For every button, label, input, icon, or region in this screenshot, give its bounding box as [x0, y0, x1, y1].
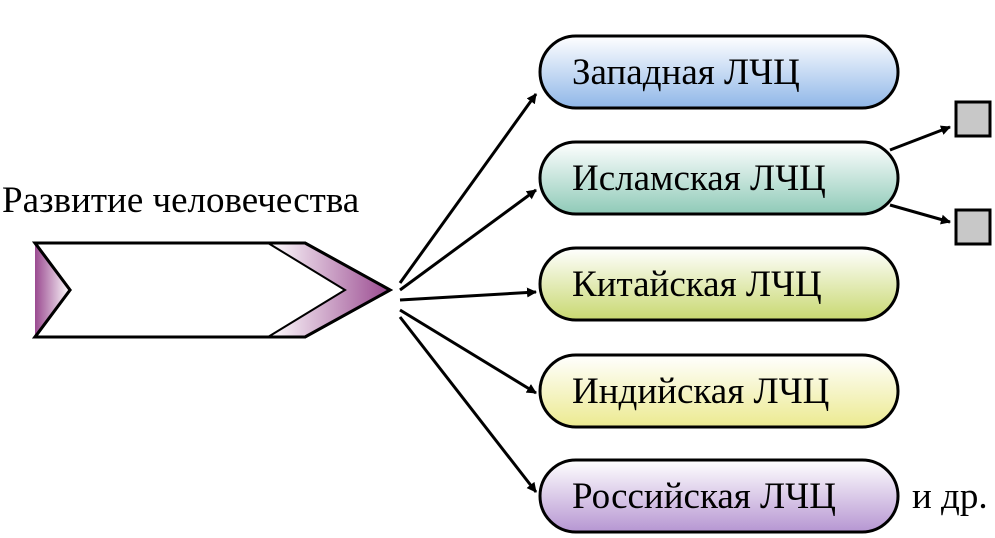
arrow-to-branch-2: [399, 188, 537, 292]
sub-arrow-upper: [889, 125, 951, 152]
branch-node-chinese: Китайская ЛЧЦ: [538, 246, 900, 322]
source-label: Развитие человечества: [2, 180, 359, 221]
branch-label-indian: Индийская ЛЧЦ: [572, 371, 829, 412]
branch-label-islamic: Исламская ЛЧЦ: [572, 158, 826, 199]
branch-arrows: [398, 93, 538, 493]
sub-box-lower: [954, 208, 992, 246]
arrow-to-branch-4: [399, 308, 537, 395]
sub-box-upper: [954, 100, 992, 138]
branch-label-russian: Российская ЛЧЦ: [572, 476, 836, 517]
islamic-sub-arrows: [889, 100, 992, 246]
branch-node-islamic: Исламская ЛЧЦ: [538, 140, 900, 216]
branch-label-chinese: Китайская ЛЧЦ: [572, 264, 822, 305]
arrow-to-branch-3: [399, 287, 537, 302]
branch-label-western: Западная ЛЧЦ: [572, 52, 800, 93]
trailing-note: и др.: [912, 476, 988, 517]
branch-node-indian: Индийская ЛЧЦ: [538, 353, 900, 429]
arrow-to-branch-1: [398, 93, 538, 284]
development-chevron: [32, 241, 394, 339]
arrow-to-branch-5: [398, 316, 538, 493]
branch-node-russian: Российская ЛЧЦ: [538, 458, 900, 534]
sub-arrow-lower: [889, 203, 951, 225]
branch-node-western: Западная ЛЧЦ: [538, 34, 900, 110]
